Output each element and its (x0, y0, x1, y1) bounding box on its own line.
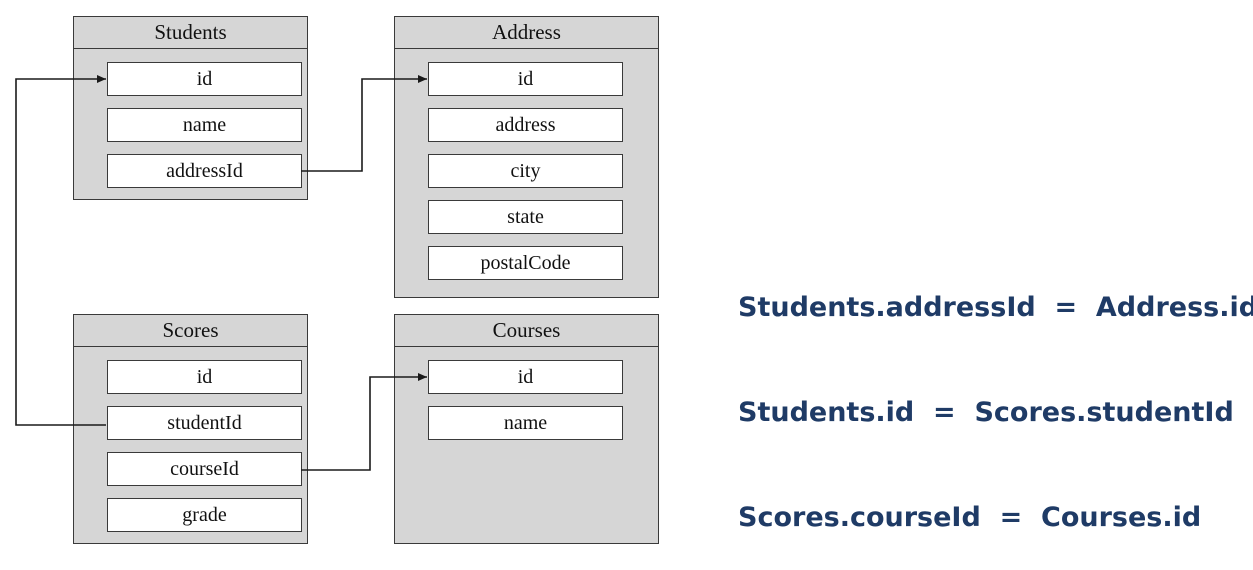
table-courses: Courses id name (394, 314, 659, 544)
scores-field-grade: grade (107, 498, 302, 532)
courses-field-name: name (428, 406, 623, 440)
students-field-addressid: addressId (107, 154, 302, 188)
scores-field-studentid: studentId (107, 406, 302, 440)
address-field-city: city (428, 154, 623, 188)
table-students-title: Students (74, 17, 307, 49)
address-field-postalcode: postalCode (428, 246, 623, 280)
relation-students-address: Students.addressId = Address.id (738, 292, 1253, 323)
relation-students-scores: Students.id = Scores.studentId (738, 397, 1234, 428)
table-courses-title: Courses (395, 315, 658, 347)
courses-field-id: id (428, 360, 623, 394)
address-field-state: state (428, 200, 623, 234)
address-field-id: id (428, 62, 623, 96)
table-address-title: Address (395, 17, 658, 49)
table-address: Address id address city state postalCode (394, 16, 659, 298)
relation-scores-courses: Scores.courseId = Courses.id (738, 502, 1202, 533)
students-field-id: id (107, 62, 302, 96)
scores-field-courseid: courseId (107, 452, 302, 486)
table-scores-title: Scores (74, 315, 307, 347)
address-field-address: address (428, 108, 623, 142)
relation-equations: Students.addressId = Address.id Students… (738, 220, 1253, 570)
table-students: Students id name addressId (73, 16, 308, 200)
students-field-name: name (107, 108, 302, 142)
table-scores: Scores id studentId courseId grade (73, 314, 308, 544)
scores-field-id: id (107, 360, 302, 394)
